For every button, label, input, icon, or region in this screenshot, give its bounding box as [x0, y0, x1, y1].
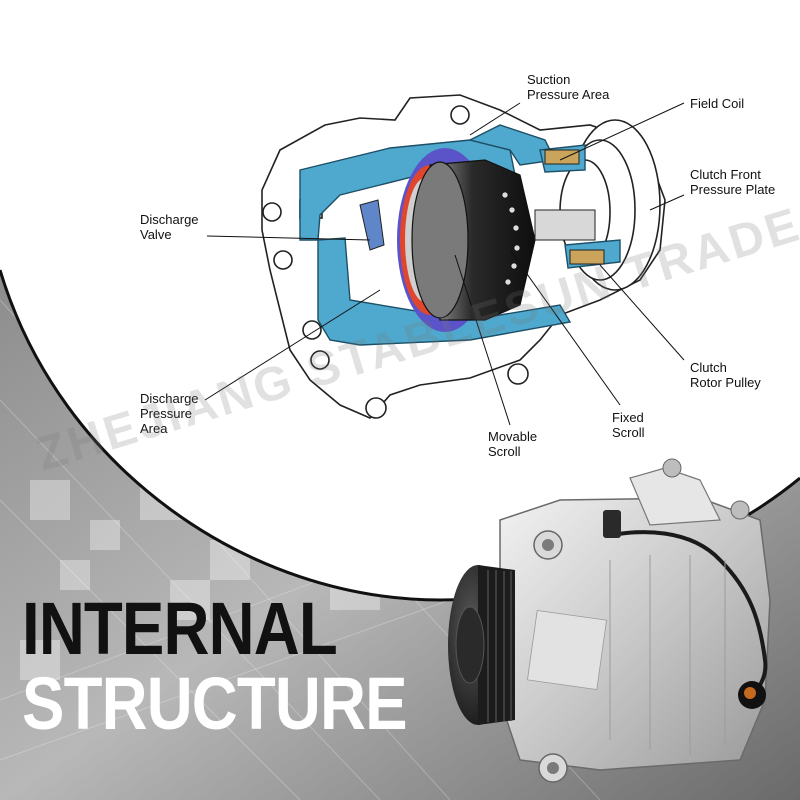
label-movable-scroll: Movable Scroll — [488, 429, 538, 459]
headline-line-2: STRUCTURE — [22, 662, 408, 745]
label-discharge-pressure-area: Discharge Pressure Area — [140, 391, 199, 436]
label-suction-pressure-area: Suction Pressure Area — [527, 72, 610, 102]
label-field-coil: Field Coil — [690, 96, 745, 111]
label-clutch-rotor-pulley: Clutch Rotor Pulley — [690, 360, 761, 390]
leader-lines — [204, 102, 685, 426]
label-discharge-valve: Discharge Valve — [140, 212, 199, 242]
headline-line-1: INTERNAL — [22, 587, 338, 670]
scroll-assembly — [397, 148, 605, 332]
ac-compressor-photo — [448, 458, 771, 783]
label-fixed-scroll: Fixed Scroll — [612, 410, 645, 440]
discharge-valve-part — [359, 199, 385, 251]
label-clutch-front-pressure-plate: Clutch Front Pressure Plate — [690, 167, 776, 197]
